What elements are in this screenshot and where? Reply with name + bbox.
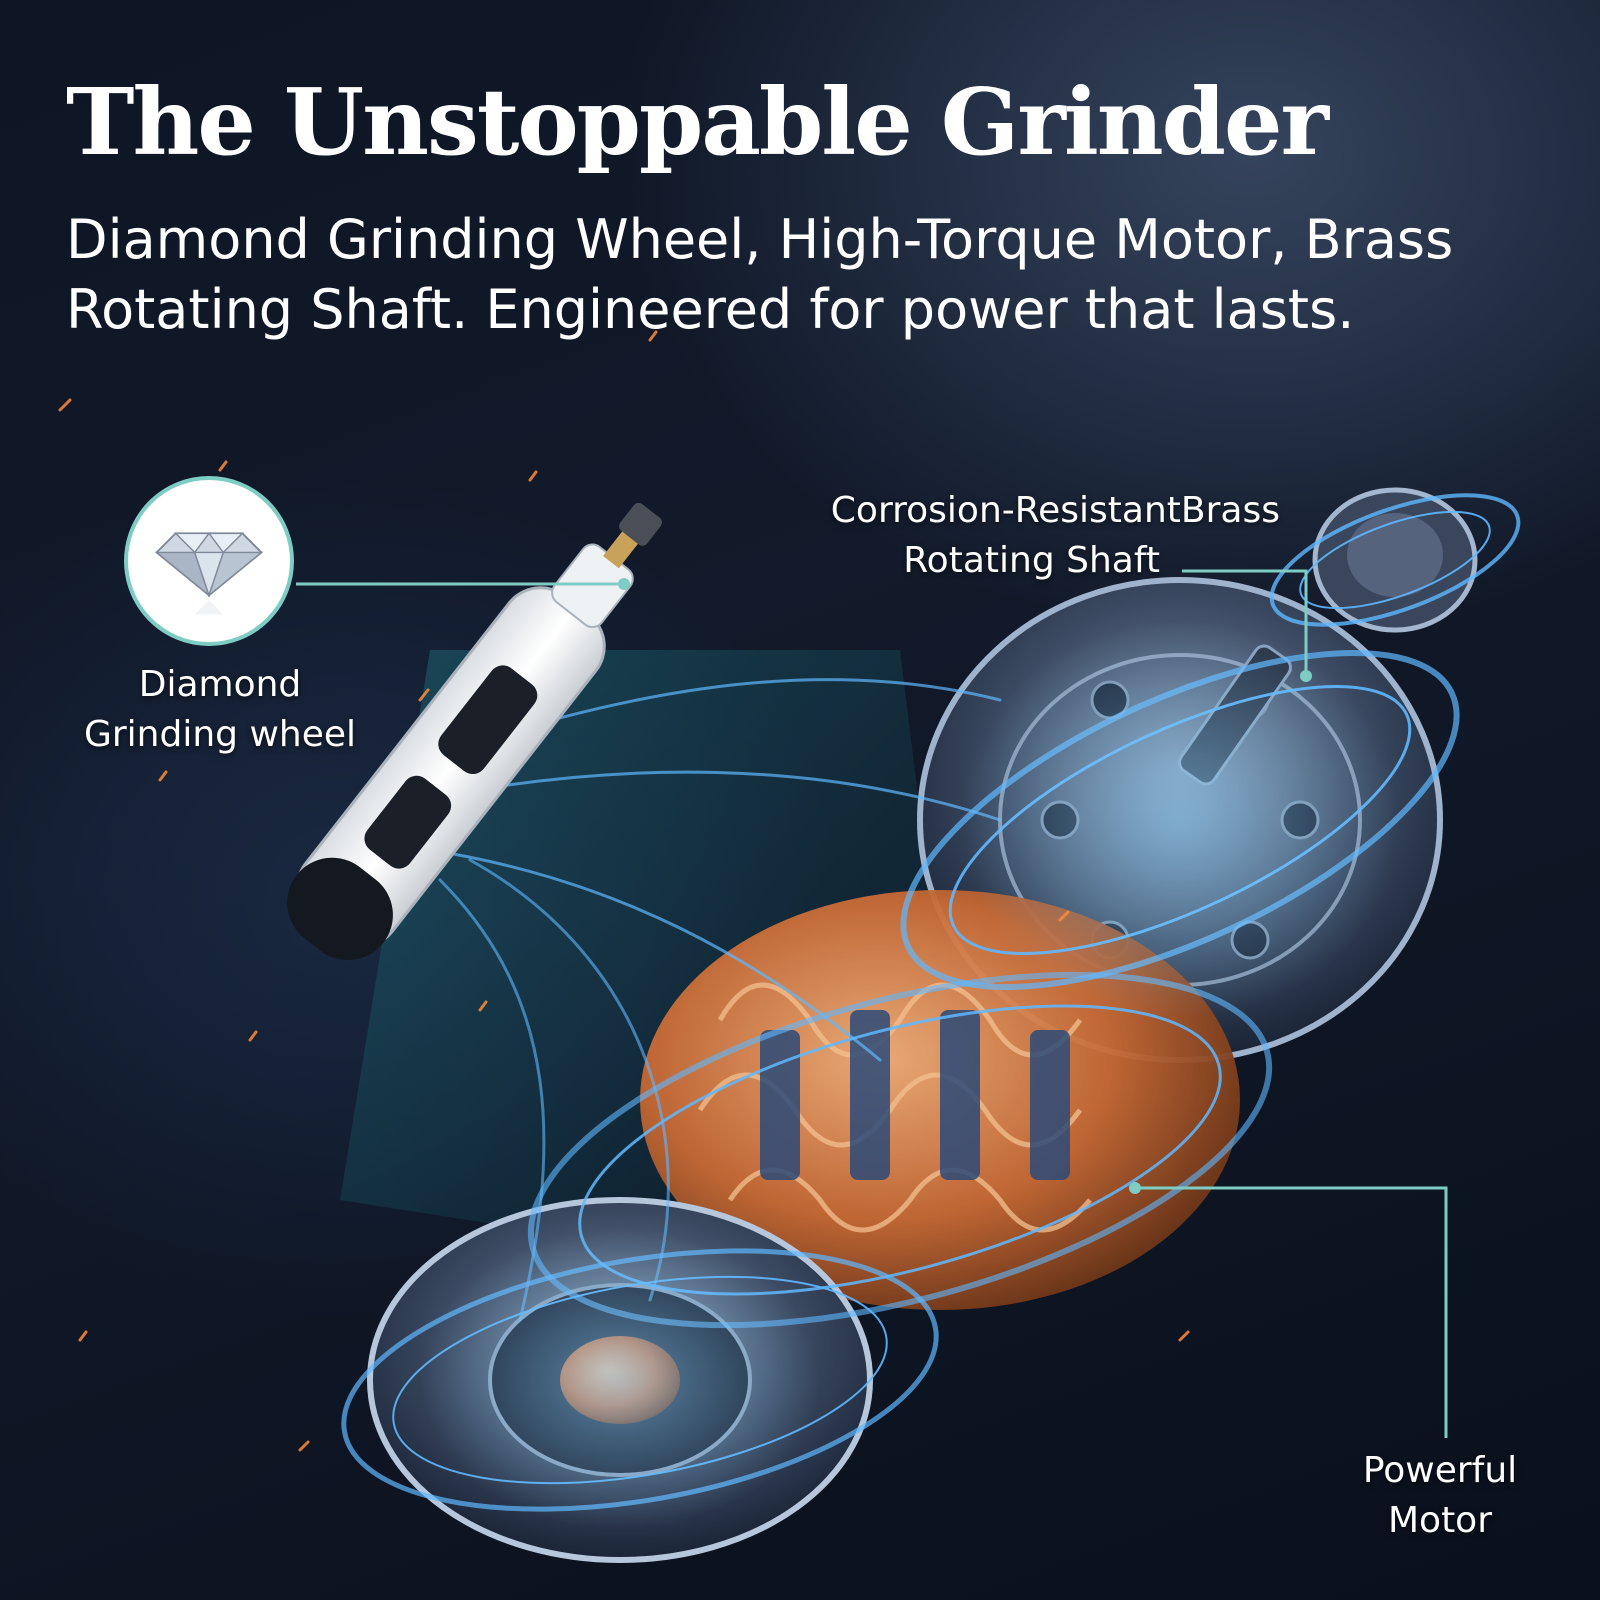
callout-motor-line1: Powerful [1362,1450,1518,1491]
callout-brass-shaft: Corrosion-ResistantBrass Rotating Shaft [740,486,1280,586]
sparks [58,330,1190,1452]
callout-powerful-motor: Powerful Motor [1320,1446,1560,1546]
callout-motor-line2: Motor [1387,1500,1493,1541]
diamond-badge [124,476,294,646]
callout-shaft-line1: Corrosion-ResistantBrass [830,490,1280,531]
headline: The Unstoppable Grinder [66,68,1329,176]
grinder-product-image [287,502,662,961]
callout-shaft-line2: Rotating Shaft [903,540,1160,581]
subheadline: Diamond Grinding Wheel, High-Torque Moto… [66,208,1454,341]
callout-diamond-line2: Grinding wheel [83,714,357,755]
callout-diamond-wheel: Diamond Grinding wheel [40,660,400,760]
callout-diamond-line1: Diamond [138,664,302,705]
diamond-icon [154,532,264,615]
leader-lines [296,569,1448,1438]
